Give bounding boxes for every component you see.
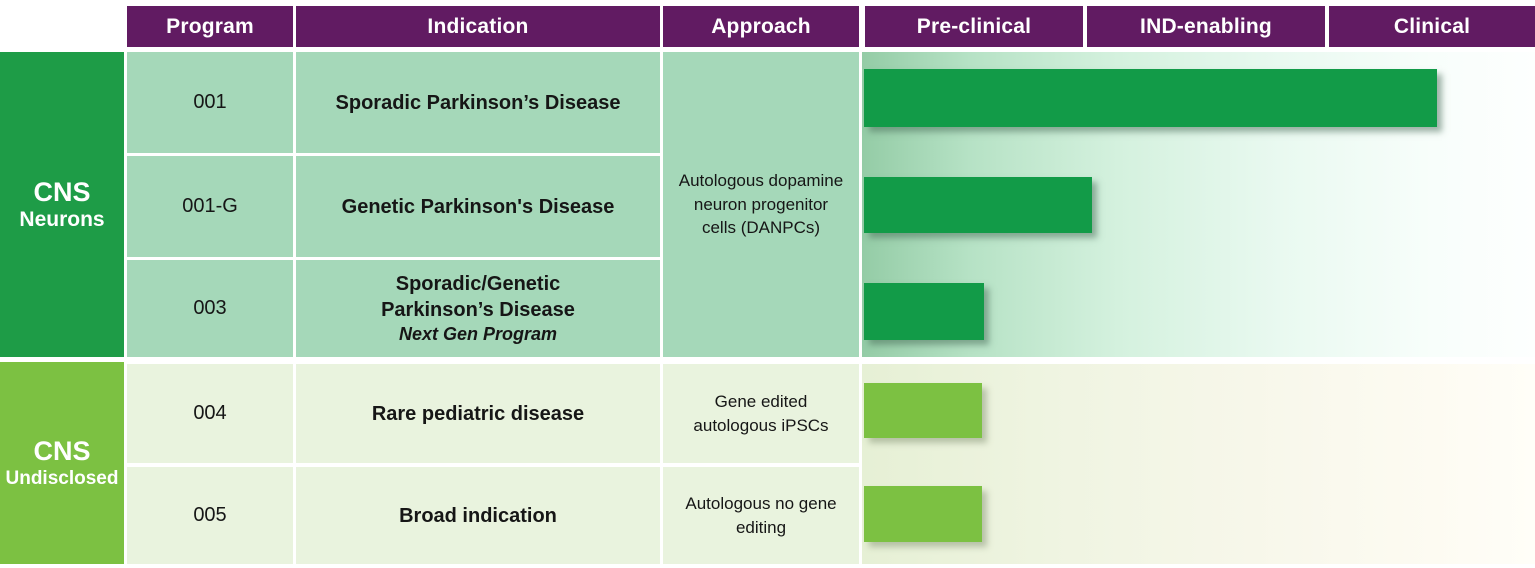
group-subtitle: Undisclosed	[5, 467, 119, 489]
indication-label: Sporadic/Genetic Parkinson’s Disease	[381, 272, 575, 321]
program-cell-005: 005	[127, 467, 293, 564]
indication-label: Rare pediatric disease	[371, 402, 585, 425]
progress-bar-004	[864, 383, 982, 438]
approach-cell-004: Gene edited autologous iPSCs	[663, 364, 859, 463]
program-id: 004	[193, 402, 227, 424]
header-cell-program: Program	[127, 6, 293, 47]
progress-bar-001	[864, 69, 1437, 127]
header-cell-approach: Approach	[663, 6, 859, 47]
header-label: Approach	[711, 14, 811, 38]
program-id: 003	[193, 297, 227, 319]
indication-note: Next Gen Program	[398, 323, 558, 344]
program-cell-001: 001	[127, 52, 293, 153]
progress-bar-005	[864, 486, 982, 542]
header-label: IND-enabling	[1140, 14, 1272, 38]
header-label: Program	[166, 14, 254, 38]
group-panel-cns-undisclosed: CNS Undisclosed	[0, 362, 124, 564]
approach-label: Autologous dopamine neuron progenitor ce…	[678, 170, 844, 238]
program-id: 005	[193, 504, 227, 526]
group-subtitle: Neurons	[19, 208, 105, 232]
header-cell-clinical: Clinical	[1329, 6, 1535, 47]
header-label: Clinical	[1393, 14, 1471, 38]
indication-cell-003: Sporadic/Genetic Parkinson’s Disease Nex…	[296, 260, 660, 357]
indication-cell-004: Rare pediatric disease	[296, 364, 660, 463]
indication-cell-005: Broad indication	[296, 467, 660, 564]
header-cell-preclinical: Pre-clinical	[865, 6, 1083, 47]
header-cell-indication: Indication	[296, 6, 660, 47]
program-id: 001-G	[182, 195, 238, 217]
progress-bar-001g	[864, 177, 1092, 233]
header-label: Pre-clinical	[916, 14, 1032, 38]
approach-label: Autologous no gene editing	[685, 493, 837, 537]
group-title: CNS	[33, 436, 91, 467]
program-cell-004: 004	[127, 364, 293, 463]
program-cell-003: 003	[127, 260, 293, 357]
approach-cell-005: Autologous no gene editing	[663, 467, 859, 564]
indication-label: Broad indication	[399, 504, 557, 527]
progress-bar-003	[864, 283, 984, 340]
approach-label: Gene edited autologous iPSCs	[693, 391, 829, 435]
group-panel-cns-neurons: CNS Neurons	[0, 52, 124, 357]
header-cell-ind-enabling: IND-enabling	[1087, 6, 1325, 47]
program-cell-001g: 001-G	[127, 156, 293, 257]
program-id: 001	[193, 91, 227, 113]
group-title: CNS	[33, 176, 91, 207]
indication-label: Sporadic Parkinson’s Disease	[335, 91, 621, 114]
indication-cell-001g: Genetic Parkinson's Disease	[296, 156, 660, 257]
indication-label: Genetic Parkinson's Disease	[341, 195, 615, 218]
approach-cell-neurons: Autologous dopamine neuron progenitor ce…	[663, 52, 859, 357]
indication-cell-001: Sporadic Parkinson’s Disease	[296, 52, 660, 153]
header-label: Indication	[427, 14, 529, 38]
